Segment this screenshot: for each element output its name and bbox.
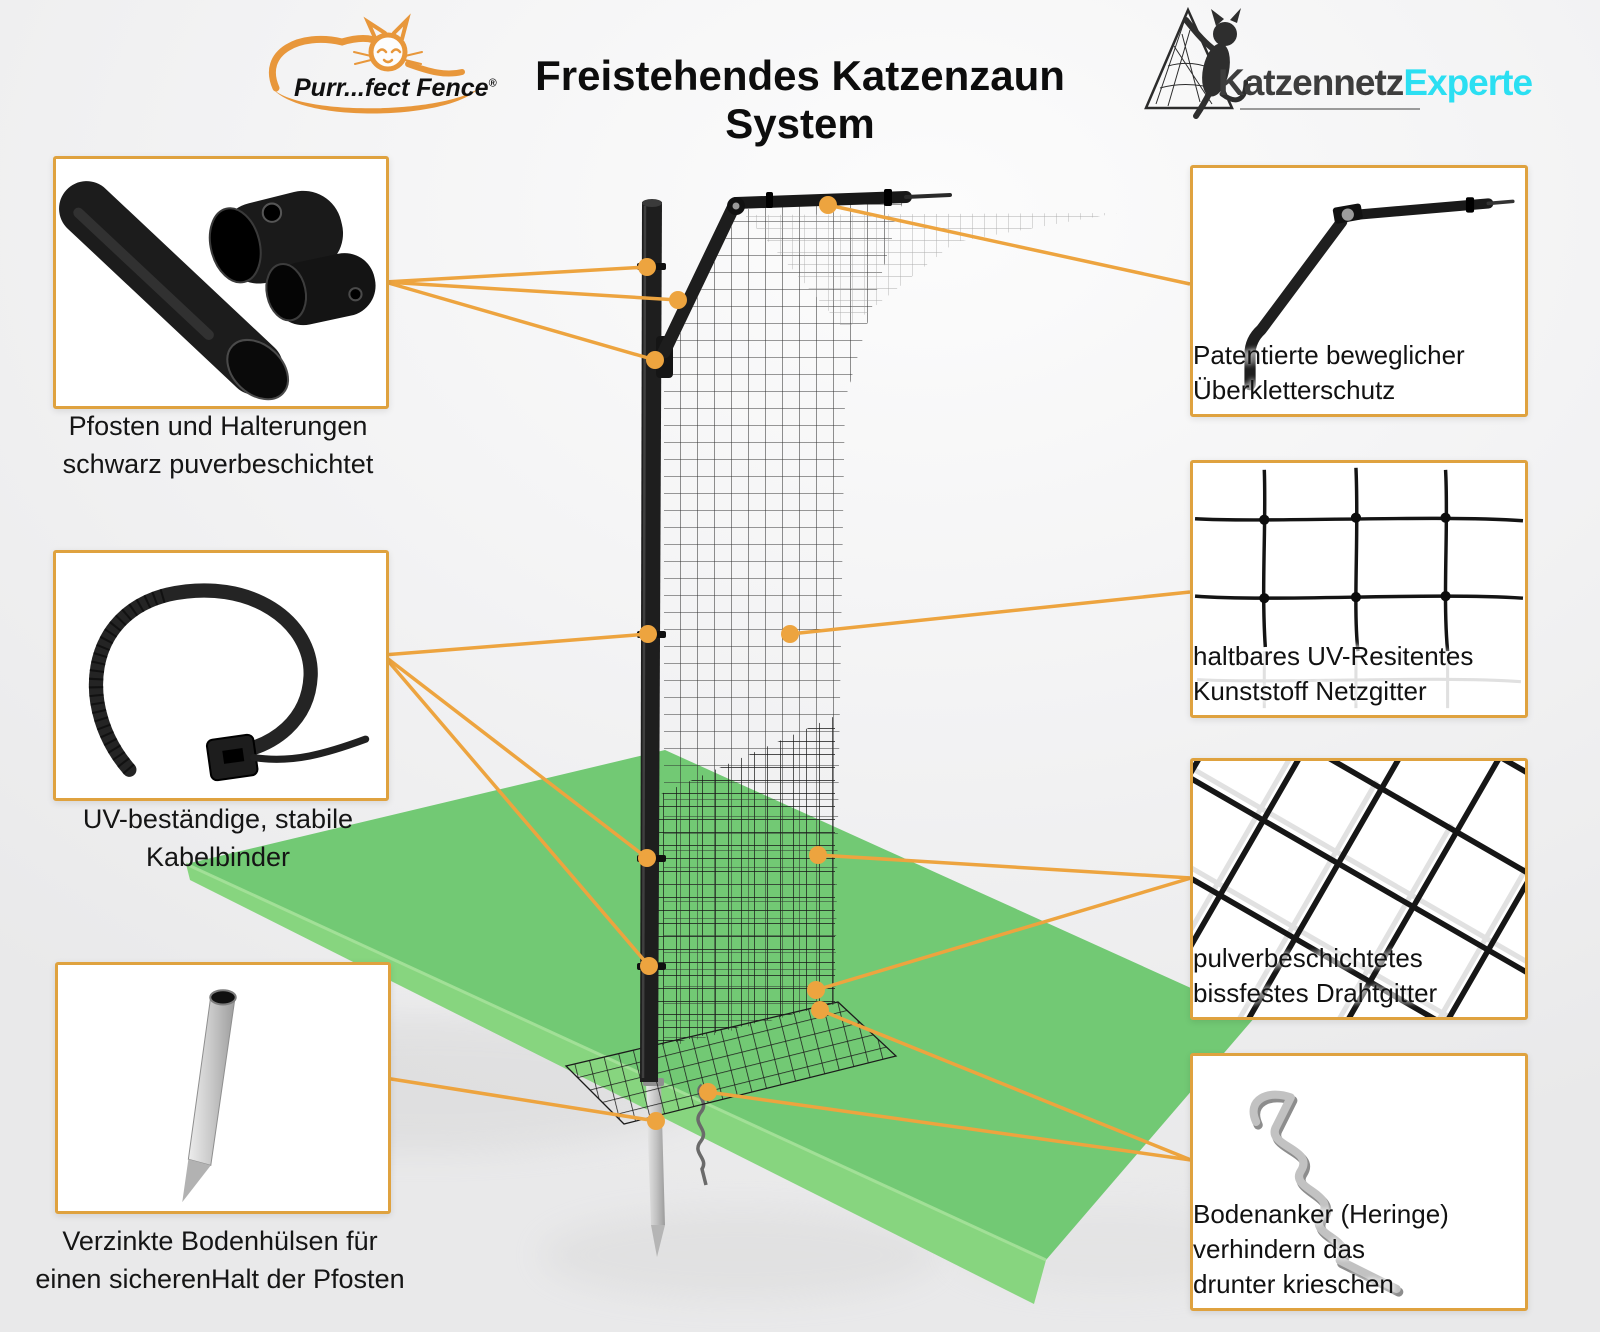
plastic-netting-panel [664,200,903,1048]
leader-dots [638,196,837,1130]
ground-anchor-peg-icon [1249,1090,1404,1297]
black-post-and-brackets-icon [59,181,376,401]
purrfect-fence-logo: Purr...fect Fence® [258,12,497,127]
caption-line: Verzinkte Bodenhülsen für [62,1226,378,1256]
caption-posts: Pfosten und Halterungen schwarz puverbes… [8,407,428,484]
caption-line: Kabelbinder [145,842,291,873]
registered-mark: ® [488,77,497,90]
caption-line: Bodenanker (Heringe) [1193,1198,1449,1229]
caption-line: Kunststoff Netzgitter [1193,675,1427,706]
caption-line: Überkletterschutz [1193,374,1396,405]
caption-line: haltbares UV-Resitentes [1193,640,1474,671]
product-box-wire-mesh: pulverbeschichtetes bissfestes Drahtgitt… [1190,758,1528,1020]
galvanized-ground-sleeve-icon [182,989,237,1203]
product-box-ground-sleeve [55,962,391,1214]
product-box-posts [53,156,389,409]
plastic-netting-drape [745,213,1117,330]
wire-mesh-icon [1193,761,1525,1017]
product-box-ground-anchor: Bodenanker (Heringe) verhindern das drun… [1190,1053,1528,1311]
page-title: Freistehendes Katzenzaun System [535,52,1065,147]
pivoting-overclimb-arm-icon [1244,197,1515,391]
logo-left-text: Purr...fect Fence® [294,74,497,102]
climbing-cat-net-icon [1144,6,1249,119]
leader-lines [381,203,1192,1162]
caption-line: Pfosten und Halterungen [68,411,368,441]
caption-ground-sleeve: Verzinkte Bodenhülsen für einen sicheren… [0,1222,440,1299]
caption-line: pulverbeschichtetes [1193,942,1423,973]
black-cable-tie-icon [88,583,370,782]
lying-cat-icon [268,13,479,114]
product-box-cable-tie [53,550,389,801]
caption-line: UV-beständige, stabile [82,804,354,834]
caption-line: bissfestes Drahtgitter [1193,977,1438,1008]
product-box-overclimb-arm: Patentierte beweglicher Überkletterschut… [1190,165,1528,417]
caption-overclimb-arm: Patentierte beweglicher Überkletterschut… [1193,338,1525,408]
plastic-netting-icon [1194,467,1524,709]
caption-wire-mesh: pulverbeschichtetes bissfestes Drahtgitt… [1193,941,1525,1011]
caption-line: einen sicherenHalt der Pfosten [35,1264,405,1295]
caption-line: drunter krieschen [1193,1268,1394,1299]
caption-line: Patentierte beweglicher [1193,339,1465,370]
caption-line: schwarz puverbeschichtet [62,449,374,480]
katzennetz-experte-logo: KatzennetzExperte [1138,4,1533,126]
caption-plastic-netting: haltbares UV-Resitentes Kunststoff Netzg… [1193,639,1525,709]
caption-cable-tie: UV-beständige, stabile Kabelbinder [8,800,428,877]
caption-ground-anchor: Bodenanker (Heringe) verhindern das drun… [1193,1197,1525,1302]
product-box-plastic-netting: haltbares UV-Resitentes Kunststoff Netzg… [1190,460,1528,718]
logo-right-text: KatzennetzExperte [1218,62,1533,103]
logo-underline [1240,108,1420,110]
caption-line: verhindern das [1193,1233,1365,1264]
